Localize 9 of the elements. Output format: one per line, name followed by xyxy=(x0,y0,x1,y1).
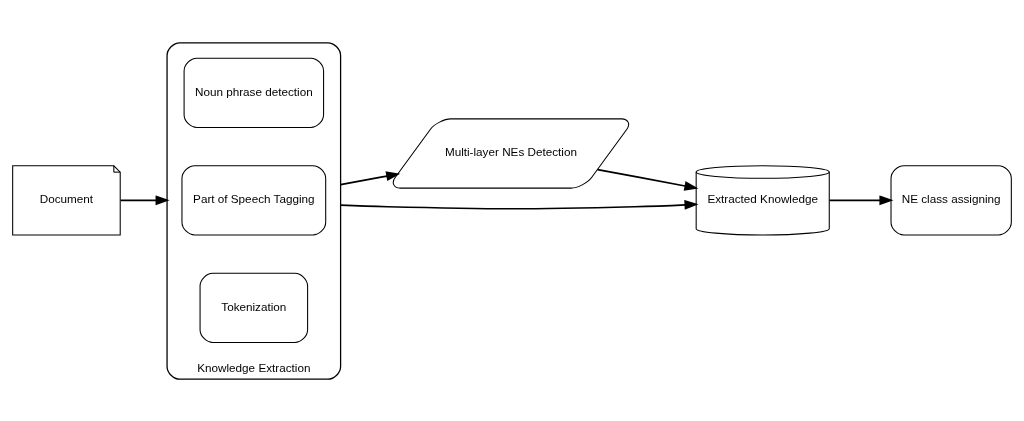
node-box: NE class assigning xyxy=(890,164,1012,235)
arrow xyxy=(596,168,699,191)
arrow xyxy=(119,194,170,205)
node-box: Part of Speech Tagging xyxy=(181,164,327,235)
node-box: Tokenization xyxy=(199,272,309,343)
arrow xyxy=(339,199,699,210)
node-box: Noun phrase detection xyxy=(183,57,325,128)
arrow xyxy=(339,170,401,185)
arrow xyxy=(828,194,894,205)
